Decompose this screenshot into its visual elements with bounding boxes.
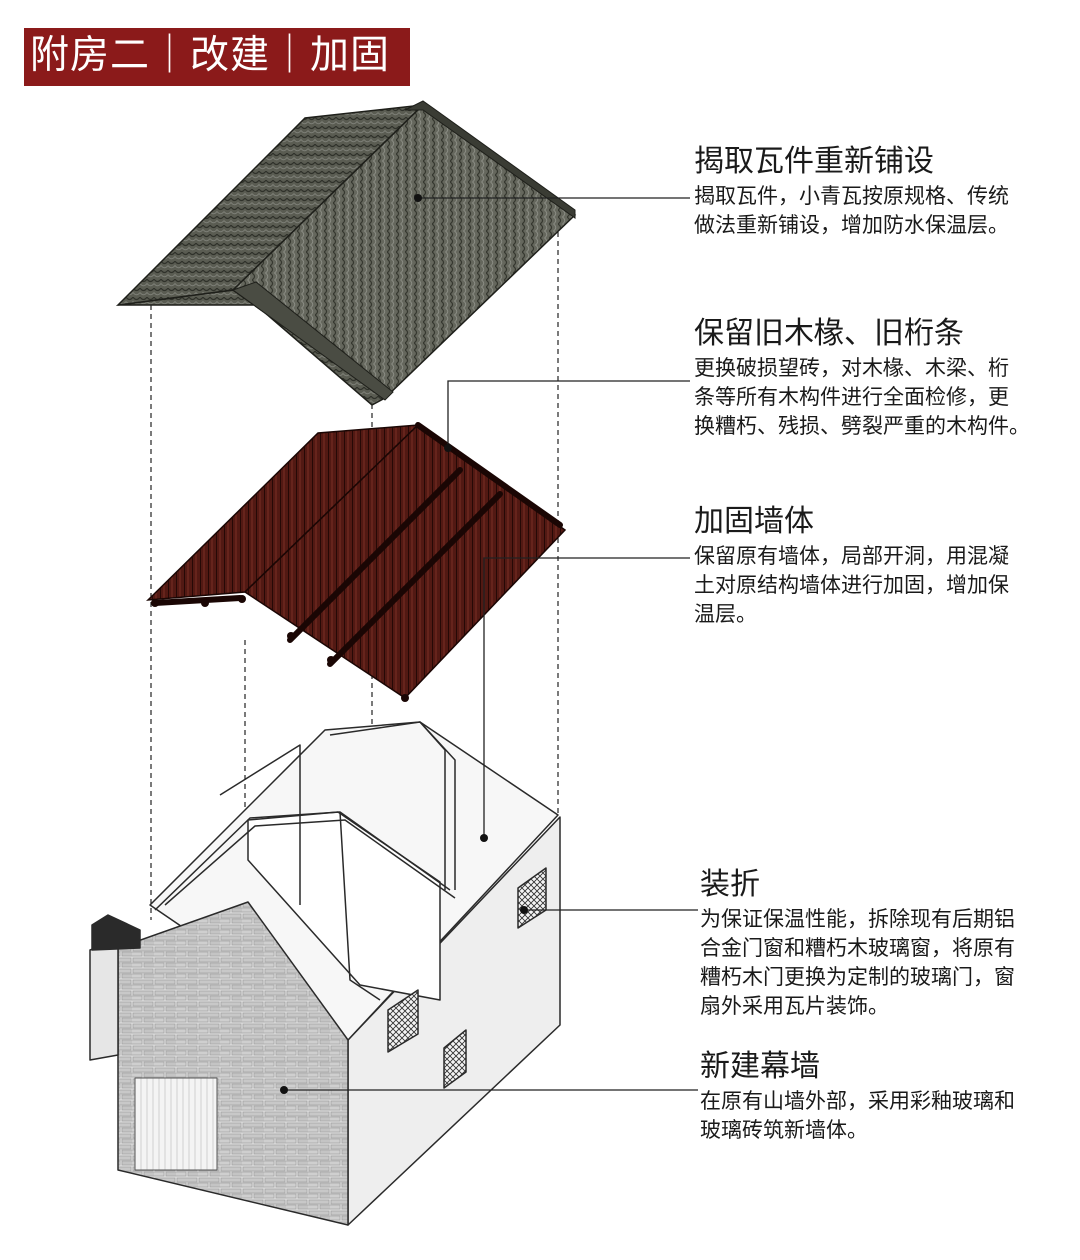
wall-structure [89,721,561,1226]
annotation-rafters: 保留旧木椽、旧桁条 更换破损望砖，对木椽、木梁、桁 条等所有木构件进行全面检修，… [694,314,1030,441]
annotation-body: 保留原有墙体，局部开洞，用混凝 土对原结构墙体进行加固，增加保 温层。 [694,544,1009,626]
annotation-body: 揭取瓦件，小青瓦按原规格、传统 做法重新铺设，增加防水保温层。 [694,184,1009,237]
annotation-heading: 揭取瓦件重新铺设 [694,144,934,179]
tile-roof [115,100,577,406]
annotation-wall-reinforcement: 加固墙体 保留原有墙体，局部开洞，用混凝 土对原结构墙体进行加固，增加保 温层。 [694,502,1009,629]
leader-dots [280,194,528,1094]
annotation-heading: 保留旧木椽、旧桁条 [694,316,964,351]
annotation-fittings: 装折 为保证保温性能，拆除现有后期铝 合金门窗和糟朽木玻璃窗，将原有 糟朽木门更… [700,865,1015,1021]
annotation-body: 更换破损望砖，对木椽、木梁、桁 条等所有木构件进行全面检修，更 换糟朽、残损、劈… [694,356,1030,438]
annotation-body: 在原有山墙外部，采用彩釉玻璃和 玻璃砖筑新墙体。 [700,1089,1015,1142]
annotation-heading: 新建幕墙 [700,1049,820,1084]
page-title: 附房二｜改建｜加固 [30,33,391,78]
timber-roof [145,422,567,702]
leader-lines [284,197,698,1091]
annotation-curtain-wall: 新建幕墙 在原有山墙外部，采用彩釉玻璃和 玻璃砖筑新墙体。 [700,1047,1015,1145]
annotation-body: 为保证保温性能，拆除现有后期铝 合金门窗和糟朽木玻璃窗，将原有 糟朽木门更换为定… [700,907,1015,1018]
annotation-heading: 装折 [700,867,760,902]
annotation-heading: 加固墙体 [694,504,814,539]
title-banner: 附房二｜改建｜加固 [24,28,410,86]
annotation-roof-tiles: 揭取瓦件重新铺设 揭取瓦件，小青瓦按原规格、传统 做法重新铺设，增加防水保温层。 [694,142,1009,240]
